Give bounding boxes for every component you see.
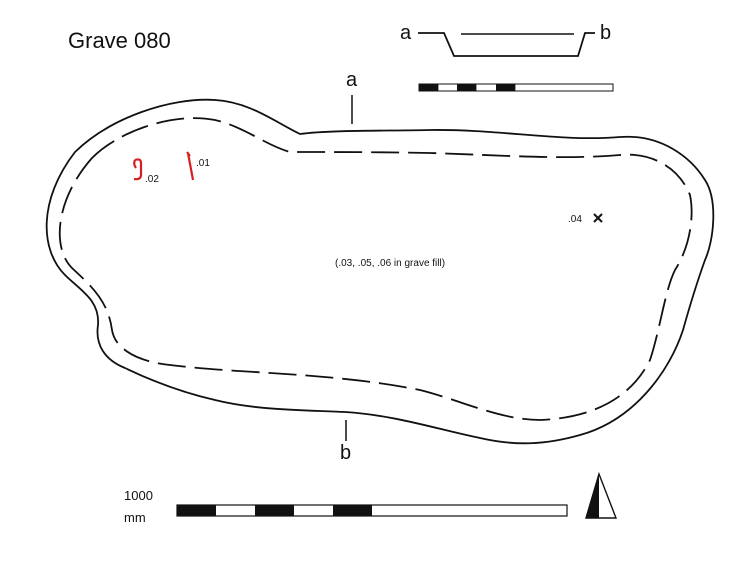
section-scale-bar [418,83,614,92]
find-04-label: .04 [568,214,582,225]
section-outline [418,32,595,57]
section-label-a: a [400,22,412,44]
grave-outer-outline [45,98,715,445]
north-arrow-icon [585,471,618,519]
find-02-label: .02 [145,174,159,185]
grave-fill-note: (.03, .05, .06 in grave fill) [335,258,445,269]
main-scale-bar: 1000 mm [124,488,568,525]
section-profile: a b [400,22,611,57]
plan-label-a: a [346,69,358,91]
find-01-label: .01 [196,158,210,169]
find-01: .01 [186,151,210,181]
find-04: .04 [568,213,603,225]
scale-unit: mm [124,510,146,525]
find-02-symbol [133,158,143,181]
plan-label-b: b [340,442,351,464]
find-01-symbol [186,152,195,181]
grave-inner-dashed-outline [58,117,693,421]
drawing-title: Grave 080 [68,28,171,53]
scale-value: 1000 [124,488,153,503]
section-label-b: b [600,22,611,44]
find-02: .02 [133,158,159,185]
find-04-cross-icon [593,213,603,223]
